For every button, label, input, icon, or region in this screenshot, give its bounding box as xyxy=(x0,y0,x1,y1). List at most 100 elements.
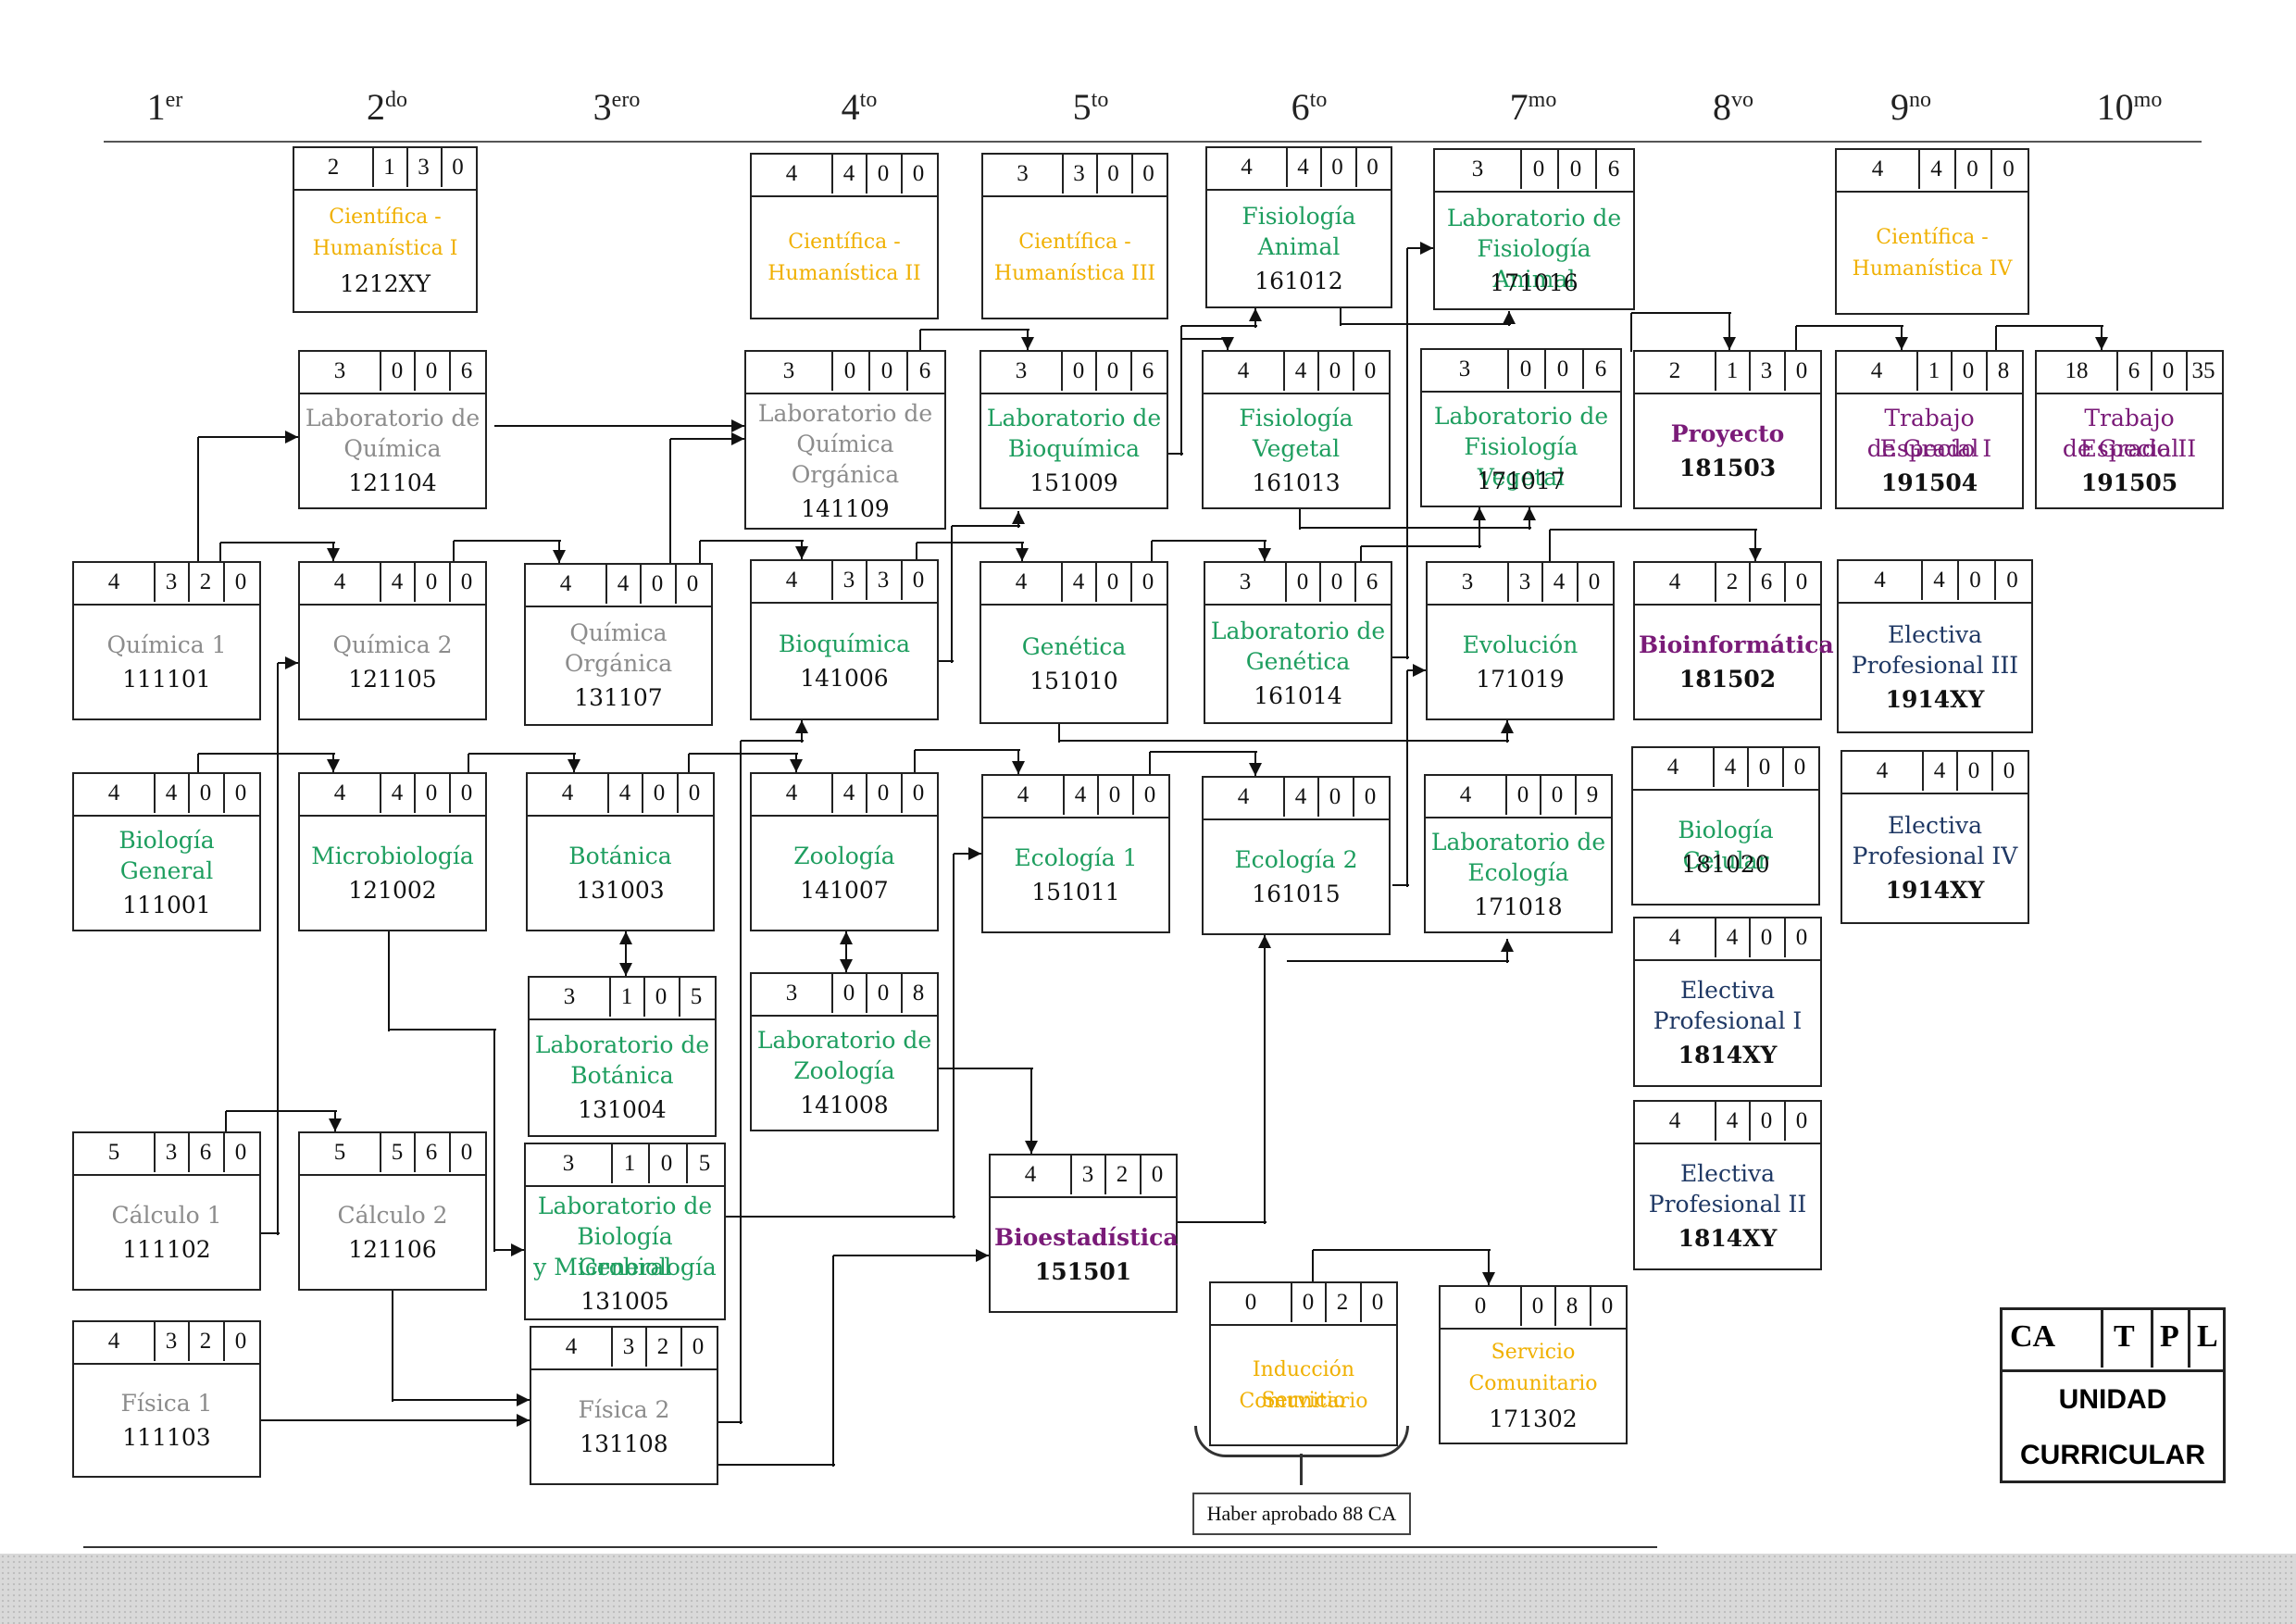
course-name: Humanística I xyxy=(312,237,458,260)
hours-t: 4 xyxy=(1072,569,1085,594)
credits-ca: 3 xyxy=(1015,358,1028,383)
credit-divider xyxy=(1582,350,1584,389)
connector-line xyxy=(454,540,561,542)
credit-divider xyxy=(188,1133,190,1172)
credits-ca: 3 xyxy=(1239,569,1252,594)
induccion-brace xyxy=(1194,1426,1409,1457)
course-name: Trabajo Especial xyxy=(2079,405,2179,462)
course-name: Química 2 xyxy=(332,631,453,658)
course-code: 131108 xyxy=(580,1430,668,1457)
connector-line xyxy=(740,741,742,1424)
credits-ca: 4 xyxy=(1668,925,1681,950)
hours-l: 0 xyxy=(2003,758,2015,783)
hours-l: 0 xyxy=(1588,569,1601,594)
hours-p: 0 xyxy=(2162,358,2175,383)
credit-divider xyxy=(1544,350,1546,389)
course-name: Bioquímica xyxy=(778,631,911,657)
course-name: Biología Celular xyxy=(1678,817,1774,874)
credit-divider xyxy=(868,352,870,391)
hours-p: 0 xyxy=(1569,156,1582,181)
arrow-head xyxy=(1501,939,1514,952)
credits-ca: 4 xyxy=(333,781,346,806)
credits-ca: 3 xyxy=(1471,156,1484,181)
connector-line xyxy=(1360,546,1362,563)
credit-divider xyxy=(1749,918,1751,957)
credit-divider xyxy=(2151,352,2152,391)
arrow-head xyxy=(840,959,853,972)
credit-divider xyxy=(1360,1283,1362,1322)
course-name: Evolución xyxy=(1462,631,1578,658)
connector-line xyxy=(494,1249,526,1251)
course-name: Laboratorio de xyxy=(305,405,480,431)
course-name: Electiva xyxy=(1679,977,1776,1004)
connector-line xyxy=(1299,509,1301,530)
course-name: Profesional III xyxy=(1851,652,2019,679)
course-code: 151010 xyxy=(1029,668,1118,694)
hours-l: 0 xyxy=(688,781,701,806)
connector-line xyxy=(1300,527,1531,529)
semester-header: 8vo xyxy=(1664,85,1803,129)
credit-divider xyxy=(831,352,833,391)
connector-line xyxy=(1754,530,1756,563)
legend-title-1: UNIDAD xyxy=(2058,1384,2167,1415)
credit-divider xyxy=(831,155,833,194)
connector-line xyxy=(388,931,390,1031)
credit-divider xyxy=(1749,1102,1751,1141)
hours-p: 0 xyxy=(425,781,438,806)
course-name: Ecología 1 xyxy=(1014,844,1138,871)
course-code: 171016 xyxy=(1490,269,1578,296)
connector-line xyxy=(1059,740,1509,742)
hours-p: 0 xyxy=(1108,782,1121,807)
connector-line xyxy=(625,931,627,978)
course-name: Profesional II xyxy=(1648,1191,1807,1218)
arrow-head xyxy=(619,931,632,944)
connector-line xyxy=(1313,1249,1491,1251)
connector-line xyxy=(389,1029,496,1031)
credits-ca: 4 xyxy=(565,1334,578,1359)
credit-divider xyxy=(188,563,190,602)
credits-ca: 4 xyxy=(1237,358,1250,383)
semester-number: 2 xyxy=(367,86,385,128)
hours-p: 2 xyxy=(1336,1290,1349,1315)
course-name: Electiva xyxy=(1887,812,1983,839)
hours-l: 0 xyxy=(452,155,464,180)
credit-divider xyxy=(441,148,443,187)
credit-divider xyxy=(1283,778,1285,817)
hours-p: 0 xyxy=(651,571,664,596)
course-name: Bioinformática xyxy=(1639,631,1834,658)
connector-line xyxy=(845,931,847,974)
hours-p: 0 xyxy=(1966,156,1978,181)
hours-p: 6 xyxy=(425,1140,438,1165)
credit-divider xyxy=(1095,563,1097,602)
arrow-head xyxy=(1420,242,1433,255)
course-name: Laboratorio de xyxy=(537,1193,713,1219)
course-name: Científica - xyxy=(788,231,901,254)
semester-number: 7 xyxy=(1509,86,1529,128)
arrow-head xyxy=(1895,337,1908,350)
connector-line xyxy=(689,753,798,755)
credit-divider xyxy=(1286,148,1288,187)
hours-l: 0 xyxy=(1795,358,1808,383)
credit-divider xyxy=(1063,776,1065,815)
credit-divider xyxy=(1520,150,1522,189)
course-code: 121002 xyxy=(348,877,437,904)
semester-number: 1 xyxy=(146,86,166,128)
hours-t: 4 xyxy=(1724,755,1737,780)
hours-p: 0 xyxy=(425,569,438,594)
credit-divider xyxy=(1715,563,1716,602)
